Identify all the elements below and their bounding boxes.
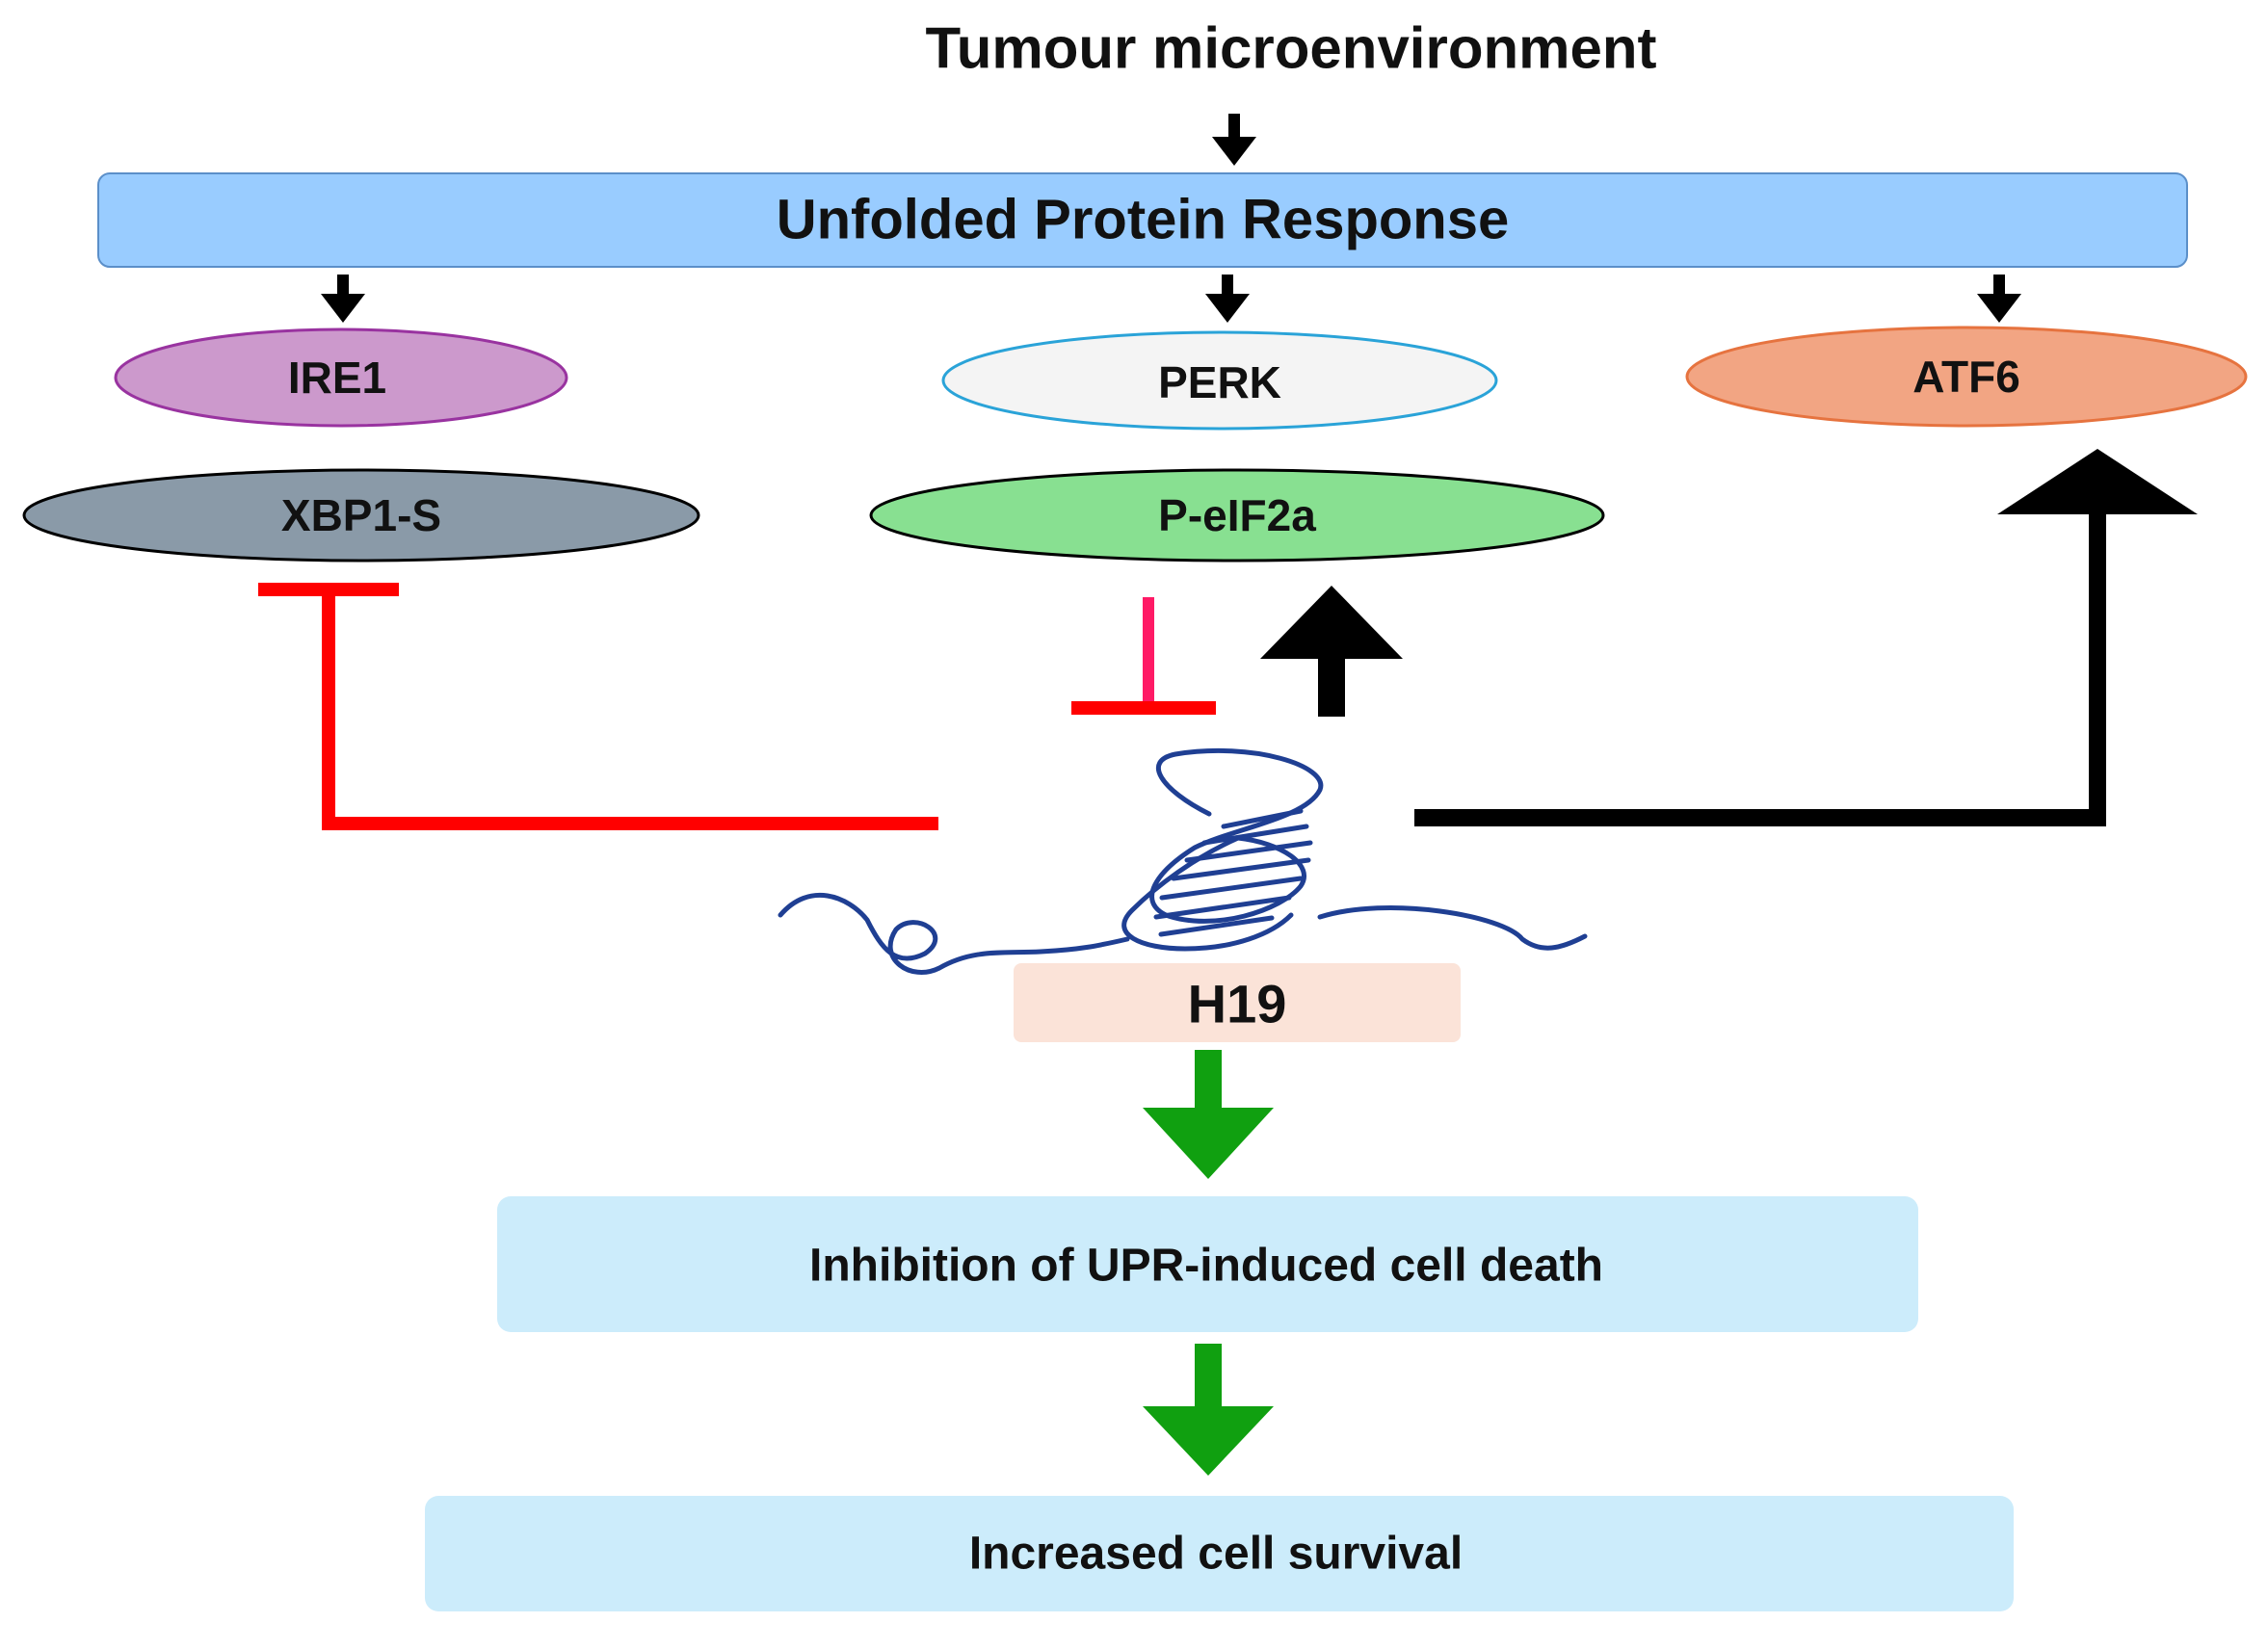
down-arrow-icon xyxy=(1977,275,2021,323)
up-arrow-icon xyxy=(1260,586,1403,717)
inhibition-bar-icon xyxy=(258,583,938,830)
atf6-node xyxy=(1685,326,2248,428)
atf6-label: ATF6 xyxy=(1912,352,2020,402)
up-arrow-icon xyxy=(1414,449,2198,826)
perk-node xyxy=(941,330,1498,431)
xbp1s-label: XBP1-S xyxy=(281,490,441,540)
rna-helix-icon xyxy=(778,748,1588,975)
outcome-label-survival: Increased cell survival xyxy=(969,1529,1463,1580)
down-arrow-icon xyxy=(1212,114,1256,166)
ire1-node xyxy=(114,327,568,428)
down-arrow-icon xyxy=(1205,275,1250,323)
xbp1s-node xyxy=(22,468,700,563)
h19-label: H19 xyxy=(1188,974,1287,1034)
diagram-title: Tumour microenvironment xyxy=(926,16,1657,81)
perk-label: PERK xyxy=(1158,357,1281,407)
down-arrow-icon xyxy=(321,275,365,323)
outcome-label-cell-death: Inhibition of UPR-induced cell death xyxy=(809,1241,1603,1292)
peif2a-node xyxy=(869,468,1605,563)
upr-label: Unfolded Protein Response xyxy=(777,189,1510,251)
down-arrow-icon xyxy=(1143,1344,1274,1476)
upr-box xyxy=(97,172,2188,268)
peif2a-label: P-eIF2a xyxy=(1158,490,1316,540)
h19-box xyxy=(1014,963,1461,1042)
ire1-label: IRE1 xyxy=(288,353,386,403)
down-arrow-icon xyxy=(1143,1050,1274,1179)
outcome-box-cell-death xyxy=(497,1196,1918,1332)
inhibition-bar-icon xyxy=(1071,597,1216,715)
outcome-box-survival xyxy=(425,1496,2014,1611)
